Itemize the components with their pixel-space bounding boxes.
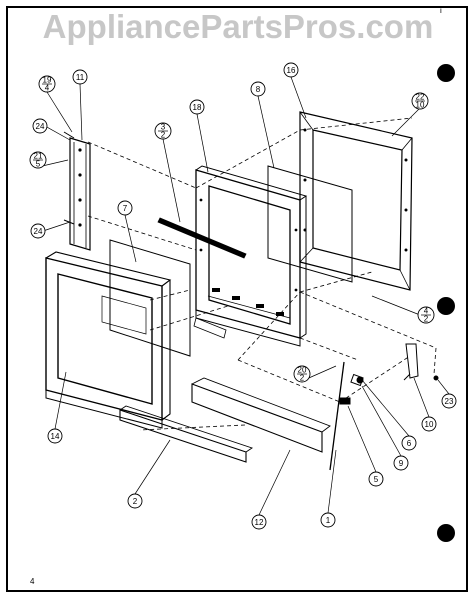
fraction-bottom: 4: [45, 84, 50, 93]
callout-11: 11: [72, 69, 88, 85]
callout-number: 6: [407, 439, 412, 448]
latch-assembly: [329, 343, 439, 471]
callout-circle: [251, 514, 267, 530]
registration-dot-bottom: [437, 524, 455, 542]
callout-circle: [421, 416, 437, 432]
callout-5: 5: [368, 471, 384, 487]
callout-number: 1: [326, 516, 331, 525]
part-3-rod: [157, 217, 247, 259]
callout-circle: [72, 69, 88, 85]
page-number: 4: [30, 577, 35, 586]
callout-number: 11: [76, 73, 85, 82]
callout-circle: [368, 471, 384, 487]
callout-circle: [47, 428, 63, 444]
callout-number: 23: [445, 397, 454, 406]
fraction-callout-3-2: 32: [154, 123, 172, 140]
fraction-bottom: 2: [300, 374, 305, 383]
leader-lines: [37, 76, 450, 516]
part-7-insulation-sheet: [109, 239, 227, 357]
part-16-rear-panel: [299, 111, 413, 291]
callout-circle: [393, 455, 409, 471]
fraction-callout-4-2: 42: [417, 307, 435, 324]
part-12-handle-bar: [191, 377, 331, 453]
fraction-top: 20: [298, 366, 307, 375]
page-border: [6, 6, 468, 592]
part-11-hinge-bracket: [63, 131, 91, 251]
callout-circle: [283, 62, 299, 78]
fraction-bottom: 5: [36, 160, 41, 169]
corner-mark: i: [440, 6, 442, 15]
callout-2: 2: [127, 493, 143, 509]
fraction-callout-19-4: 194: [38, 76, 56, 93]
part-8-glass-panel: [267, 165, 353, 283]
callout-number: 18: [193, 103, 202, 112]
callout-number: 24: [34, 227, 43, 236]
callout-circle: [250, 81, 266, 97]
callout-number: 9: [399, 459, 404, 468]
fraction-bottom: 2: [161, 131, 166, 140]
callout-number: 16: [287, 66, 296, 75]
fraction-callout-20-2: 202: [293, 366, 311, 383]
callout-circle: [127, 493, 143, 509]
callout-number: 24: [36, 122, 45, 131]
fraction-top: 19: [43, 76, 52, 85]
callout-circle: [30, 223, 46, 239]
callout-23: 23: [441, 393, 457, 409]
fraction-callout-21-5: 215: [29, 152, 47, 169]
fraction-top: 21: [34, 152, 43, 161]
registration-dot-middle: [437, 297, 455, 315]
callout-circle: [189, 99, 205, 115]
callout-12: 12: [251, 514, 267, 530]
callout-number: 14: [51, 432, 60, 441]
callout-number: 2: [133, 497, 138, 506]
callout-circle: [441, 393, 457, 409]
callout-7: 7: [117, 200, 133, 216]
callout-6: 6: [401, 435, 417, 451]
callout-circle: [320, 512, 336, 528]
fraction-bottom: 2: [424, 315, 429, 324]
part-2-bottom-trim: [119, 405, 254, 463]
callout-18: 18: [189, 99, 205, 115]
callout-circle: [117, 200, 133, 216]
registration-dot-top: [437, 64, 455, 82]
callout-circle: [401, 435, 417, 451]
callout-24: 24: [32, 118, 48, 134]
callout-14: 14: [47, 428, 63, 444]
part-18-inner-frame: [195, 165, 308, 347]
fraction-top: 3: [161, 123, 166, 132]
part-14-outer-door: [45, 251, 172, 429]
callout-circle: [32, 118, 48, 134]
callout-number: 5: [374, 475, 379, 484]
fraction-bottom: 10: [416, 101, 425, 110]
callout-number: 7: [123, 204, 128, 213]
callout-9: 9: [393, 455, 409, 471]
callout-number: 8: [256, 85, 261, 94]
callout-24: 24: [30, 223, 46, 239]
callout-number: 12: [255, 518, 264, 527]
fraction-top: 22: [416, 93, 425, 102]
callout-10: 10: [421, 416, 437, 432]
callout-8: 8: [250, 81, 266, 97]
callout-16: 16: [283, 62, 299, 78]
callout-number: 10: [425, 420, 434, 429]
callout-1: 1: [320, 512, 336, 528]
alignment-lines: [87, 117, 437, 431]
fraction-top: 4: [424, 307, 429, 316]
